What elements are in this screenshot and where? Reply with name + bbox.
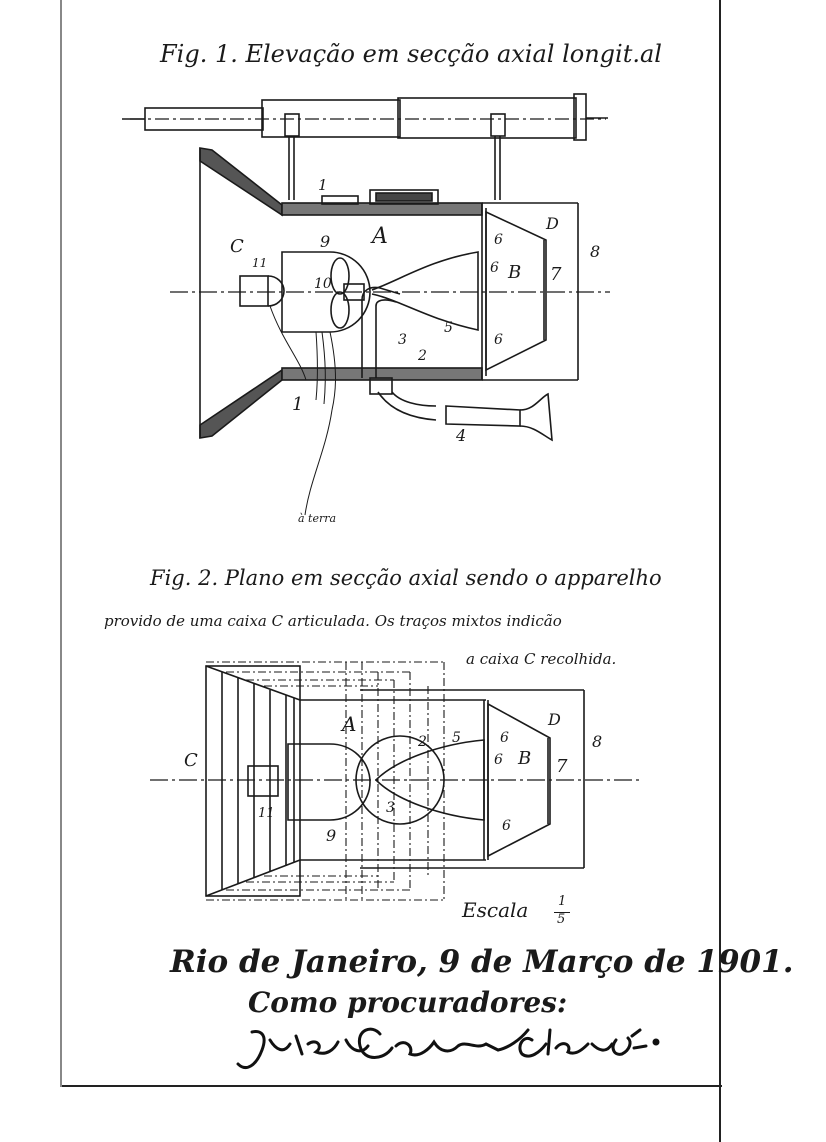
fig1-label-10: 10 [314,276,332,292]
sheet-border-left [60,0,62,1087]
fig1-label-5: 5 [444,320,453,336]
fig1-label-C: C [230,236,244,257]
fig1-label-7: 7 [550,264,562,285]
fig2-label-9: 9 [326,826,337,845]
fig1-label-1a: 1 [318,176,328,194]
fig1-body [281,189,579,381]
fig2-label-A: A [342,712,357,736]
fig2-label-C: C [184,750,198,771]
fig1-label-8: 8 [590,242,601,261]
fig2-label-7: 7 [556,756,568,777]
fig1-label-9: 9 [320,232,331,251]
fig2-label-6a: 6 [500,730,509,746]
fig1-top-tube [122,93,608,200]
fig1-label-B: B [508,262,522,283]
fig2-label-B: B [518,748,532,769]
fig1-wires [269,305,336,516]
fig2-scale-label: Escala [462,898,529,922]
fig1-label-2: 2 [418,348,427,364]
fig2-label-8: 8 [592,732,603,751]
fig2-scale-bar [554,912,570,913]
fig2-caption-line3: a caixa C recolhida. [466,650,617,668]
fig2-caption-line2: provido de uma caixa C articulada. Os tr… [104,612,562,630]
fig2-caption-line1: Fig. 2. Plano em secção axial sendo o ap… [150,566,662,590]
fig1-label-6b: 6 [490,260,499,276]
fig2-label-5: 5 [452,730,461,746]
fig1-label-6c: 6 [494,332,503,348]
fig2-label-6b: 6 [494,752,503,768]
fig2-label-3: 3 [386,800,395,816]
fig1-ear-tube [445,392,553,442]
fig1-label-terra: à terra [298,512,337,525]
fig1-label-A: A [372,224,388,249]
fig2-housing [247,735,485,825]
fig1-caption: Fig. 1. Elevação em secção axial longit.… [160,40,662,68]
fig2-horn-box [205,665,301,897]
fig1-nozzle [361,251,479,421]
fig2-label-2: 2 [418,734,427,750]
footer-place-date: Rio de Janeiro, 9 de Março de 1901. [170,944,794,980]
fig1-label-3: 3 [398,332,407,348]
fig1-label-6a: 6 [494,232,503,248]
sheet-border-right [719,0,721,1142]
footer-attorneys: Como procuradores: [248,986,568,1019]
sheet-border-bottom [62,1085,722,1087]
fig1-label-4: 4 [456,426,467,445]
fig1-label-D: D [546,214,559,233]
fig1-label-1b: 1 [292,394,304,415]
fig2-label-D: D [548,710,561,729]
fig1-label-11: 11 [252,256,268,270]
fig2-label-6c: 6 [502,818,511,834]
fig2-scale-num: 1 [558,894,567,909]
fig2-label-11: 11 [258,806,275,821]
fig2-scale-den: 5 [557,912,566,927]
